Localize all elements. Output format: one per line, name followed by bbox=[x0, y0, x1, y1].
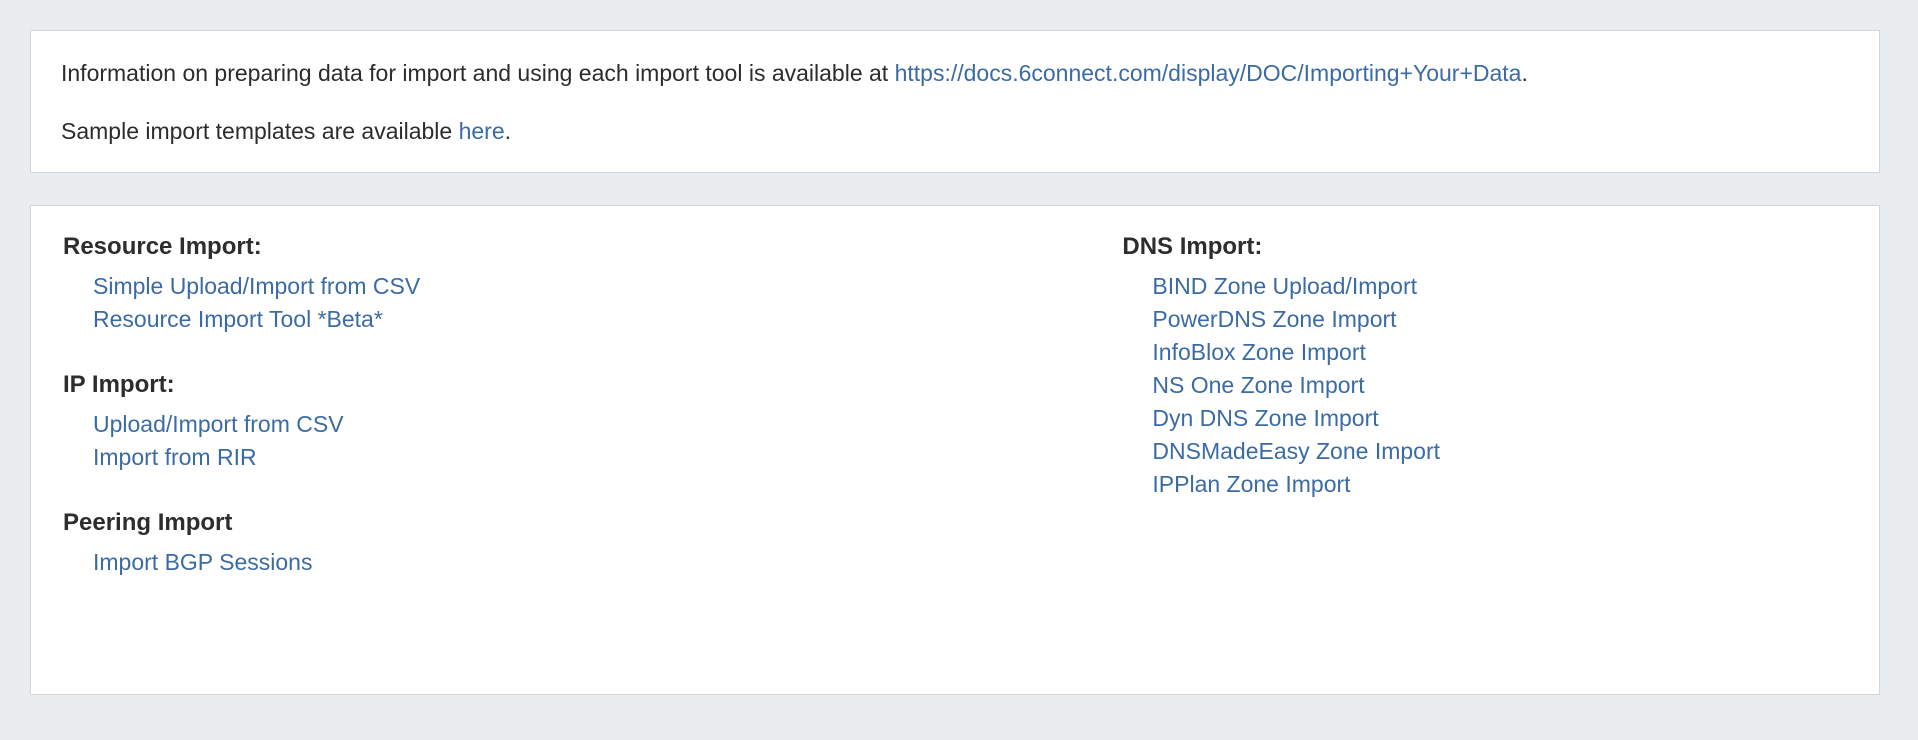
import-tools-right-column: DNS Import: BIND Zone Upload/Import Powe… bbox=[954, 232, 1849, 501]
link-ipplan-zone-import[interactable]: IPPlan Zone Import bbox=[1152, 471, 1351, 497]
import-tools-left-column: Resource Import: Simple Upload/Import fr… bbox=[61, 232, 954, 579]
peering-import-links: Import BGP Sessions bbox=[63, 546, 954, 579]
docs-info-line: Information on preparing data for import… bbox=[61, 59, 1849, 88]
peering-import-heading: Peering Import bbox=[63, 509, 233, 536]
dns-import-links: BIND Zone Upload/Import PowerDNS Zone Im… bbox=[1122, 270, 1849, 501]
import-info-panel: Information on preparing data for import… bbox=[30, 30, 1880, 173]
link-powerdns-zone-import[interactable]: PowerDNS Zone Import bbox=[1152, 306, 1397, 332]
link-dnsmadeeasy-zone-import[interactable]: DNSMadeEasy Zone Import bbox=[1152, 438, 1441, 464]
link-simple-upload-import-from-csv[interactable]: Simple Upload/Import from CSV bbox=[93, 273, 421, 299]
templates-info-line: Sample import templates are available he… bbox=[61, 117, 1849, 146]
sample-templates-link[interactable]: here bbox=[458, 118, 505, 144]
link-resource-import-tool-beta[interactable]: Resource Import Tool *Beta* bbox=[93, 306, 383, 332]
dns-import-heading: DNS Import: bbox=[1122, 233, 1263, 260]
link-upload-import-from-csv[interactable]: Upload/Import from CSV bbox=[93, 411, 344, 437]
link-bind-zone-upload-import[interactable]: BIND Zone Upload/Import bbox=[1152, 273, 1418, 299]
link-dyn-dns-zone-import[interactable]: Dyn DNS Zone Import bbox=[1152, 405, 1379, 431]
ip-import-group: IP Import: Upload/Import from CSV Import… bbox=[63, 370, 954, 474]
dns-import-group: DNS Import: BIND Zone Upload/Import Powe… bbox=[1122, 232, 1849, 501]
ip-import-links: Upload/Import from CSV Import from RIR bbox=[63, 408, 954, 474]
resource-import-group: Resource Import: Simple Upload/Import fr… bbox=[63, 232, 954, 336]
link-infoblox-zone-import[interactable]: InfoBlox Zone Import bbox=[1152, 339, 1366, 365]
import-tools-columns: Resource Import: Simple Upload/Import fr… bbox=[61, 232, 1849, 579]
templates-info-suffix: . bbox=[504, 118, 512, 144]
link-import-from-rir[interactable]: Import from RIR bbox=[93, 444, 257, 470]
import-tools-panel: Resource Import: Simple Upload/Import fr… bbox=[30, 205, 1880, 695]
docs-info-suffix: . bbox=[1521, 60, 1528, 86]
resource-import-heading: Resource Import: bbox=[63, 233, 262, 260]
link-import-bgp-sessions[interactable]: Import BGP Sessions bbox=[93, 549, 313, 575]
link-ns-one-zone-import[interactable]: NS One Zone Import bbox=[1152, 372, 1365, 398]
ip-import-heading: IP Import: bbox=[63, 371, 175, 398]
documentation-link[interactable]: https://docs.6connect.com/display/DOC/Im… bbox=[894, 60, 1522, 86]
docs-info-prefix: Information on preparing data for import… bbox=[61, 60, 895, 86]
templates-info-prefix: Sample import templates are available bbox=[61, 118, 459, 144]
resource-import-links: Simple Upload/Import from CSV Resource I… bbox=[63, 270, 954, 336]
peering-import-group: Peering Import Import BGP Sessions bbox=[63, 508, 954, 579]
